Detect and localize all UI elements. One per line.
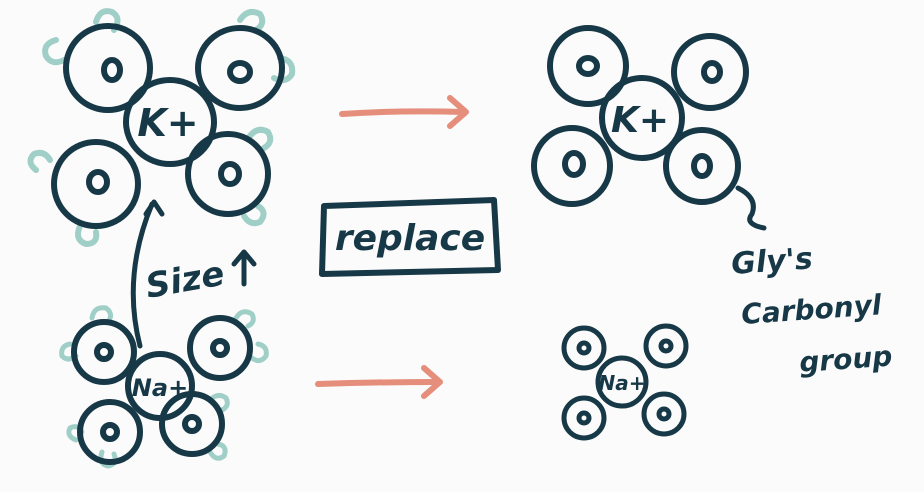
oxygen-atom bbox=[100, 422, 120, 442]
oxygen-ring bbox=[531, 125, 613, 207]
hydrated-potassium-complex: K+ bbox=[27, 8, 296, 247]
ion-ring bbox=[125, 351, 195, 421]
oxygen-atom bbox=[210, 338, 230, 358]
ion-ring bbox=[123, 77, 217, 167]
up-arrow-icon bbox=[231, 249, 257, 287]
oxygen-atom bbox=[562, 150, 586, 178]
replace-label: replace bbox=[335, 218, 485, 259]
ion-ring bbox=[595, 355, 649, 409]
oxygen-ring bbox=[195, 25, 285, 111]
oxygen-atom bbox=[658, 338, 674, 354]
oxygen-ring bbox=[71, 319, 137, 385]
k-ion-label: K+ bbox=[137, 101, 198, 145]
replace-frame bbox=[319, 197, 501, 277]
water-hydrogens bbox=[27, 8, 296, 247]
bound-potassium-complex: K+ bbox=[531, 25, 767, 231]
oxygen-atom bbox=[94, 342, 114, 362]
oxygen-atom bbox=[576, 410, 592, 426]
oxygen-atom bbox=[101, 57, 123, 83]
gly-line-2: Carbonyl bbox=[740, 288, 883, 331]
gly-line-1: Gly's bbox=[730, 241, 814, 282]
oxygen-ring bbox=[77, 399, 143, 465]
oxygen-ring bbox=[663, 127, 741, 205]
oxygen-ring bbox=[643, 323, 689, 369]
oxygen-atom bbox=[227, 60, 253, 84]
oxygen-ring bbox=[561, 395, 607, 441]
oxygen-ring bbox=[185, 131, 271, 217]
oxygen-ring bbox=[547, 25, 629, 107]
right-arrow-icon bbox=[315, 365, 443, 399]
size-arrow-shaft bbox=[130, 201, 155, 349]
oxygen-ring bbox=[561, 325, 607, 371]
hydrated-sodium-complex: Na+ bbox=[59, 305, 269, 469]
oxygen-atom bbox=[86, 169, 110, 195]
oxygen-atom bbox=[691, 153, 713, 179]
k-ion-label: K+ bbox=[611, 100, 669, 141]
oxygen-ring bbox=[51, 139, 141, 229]
size-note: Size bbox=[143, 254, 228, 307]
oxygen-ring bbox=[187, 315, 253, 381]
oxygen-atom bbox=[218, 161, 242, 187]
oxygen-ring bbox=[63, 23, 153, 113]
bound-sodium-complex: Na+ bbox=[561, 323, 689, 441]
right-arrow-icon bbox=[339, 95, 469, 129]
oxygen-atom bbox=[656, 406, 672, 422]
size-arrow-head bbox=[143, 199, 165, 217]
oxygen-atom bbox=[576, 340, 592, 356]
na-ion-label: Na+ bbox=[132, 374, 188, 402]
carbonyl-pointer bbox=[735, 185, 767, 231]
oxygen-atom bbox=[701, 60, 723, 84]
oxygen-atom bbox=[182, 414, 202, 434]
oxygen-ring bbox=[641, 391, 687, 437]
na-ion-label: Na+ bbox=[599, 371, 646, 395]
glycine-note: Gly's Carbonyl group bbox=[730, 241, 893, 379]
oxygen-atom bbox=[576, 55, 600, 77]
oxygen-ring bbox=[671, 33, 749, 111]
oxygen-ring bbox=[159, 391, 225, 457]
ion-ring bbox=[599, 75, 685, 161]
replace-box: replace bbox=[319, 197, 501, 277]
gly-line-3: group bbox=[798, 340, 893, 379]
